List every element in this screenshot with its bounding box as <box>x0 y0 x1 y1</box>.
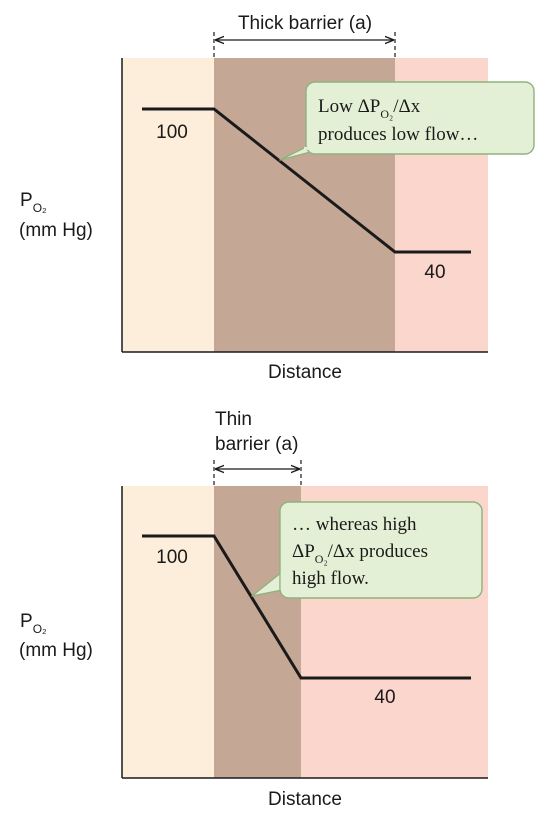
barrier-label-bottom-line2: barrier (a) <box>215 434 298 455</box>
po2-profile-bottom <box>142 534 471 680</box>
y-units-bottom: (mm Hg) <box>19 640 93 661</box>
callout-text-bottom-line1: … whereas high <box>292 514 417 535</box>
callout-text-bottom-line3: high flow. <box>292 568 369 589</box>
y-label-bottom: PO₂ <box>20 611 47 636</box>
x-label-bottom: Distance <box>268 789 342 810</box>
callout-bottom: … whereas high ΔPO₂/Δx produces high flo… <box>251 501 483 599</box>
y-units-top: (mm Hg) <box>19 220 93 241</box>
low-value-top: 40 <box>424 262 445 283</box>
alveolar-region-top <box>122 58 214 352</box>
thick-barrier-panel: Thick barrier (a) 100 40 PO₂ (mm Hg) Dis… <box>19 13 535 383</box>
callout-box-top <box>305 81 535 155</box>
y-label-top: PO₂ <box>20 190 47 215</box>
x-label-top: Distance <box>268 362 342 383</box>
barrier-label-bottom-line1: Thin <box>215 409 252 430</box>
callout-text-top-line1: Low ΔPO₂/Δx <box>318 96 421 121</box>
low-value-bottom: 40 <box>374 687 395 708</box>
alveolar-region-bottom <box>122 486 214 778</box>
callout-text-bottom-line2: ΔPO₂/Δx produces <box>292 541 428 566</box>
po2-profile-top <box>142 107 471 254</box>
callout-top: Low ΔPO₂/Δx produces low flow… <box>279 81 535 161</box>
barrier-label-top: Thick barrier (a) <box>238 13 372 34</box>
thin-barrier-panel: Thin barrier (a) 100 40 PO₂ (mm Hg) Dist… <box>19 409 488 810</box>
high-value-top: 100 <box>156 122 188 143</box>
callout-box-bottom <box>279 501 483 599</box>
high-value-bottom: 100 <box>156 547 188 568</box>
callout-text-top-line2: produces low flow… <box>318 124 478 145</box>
